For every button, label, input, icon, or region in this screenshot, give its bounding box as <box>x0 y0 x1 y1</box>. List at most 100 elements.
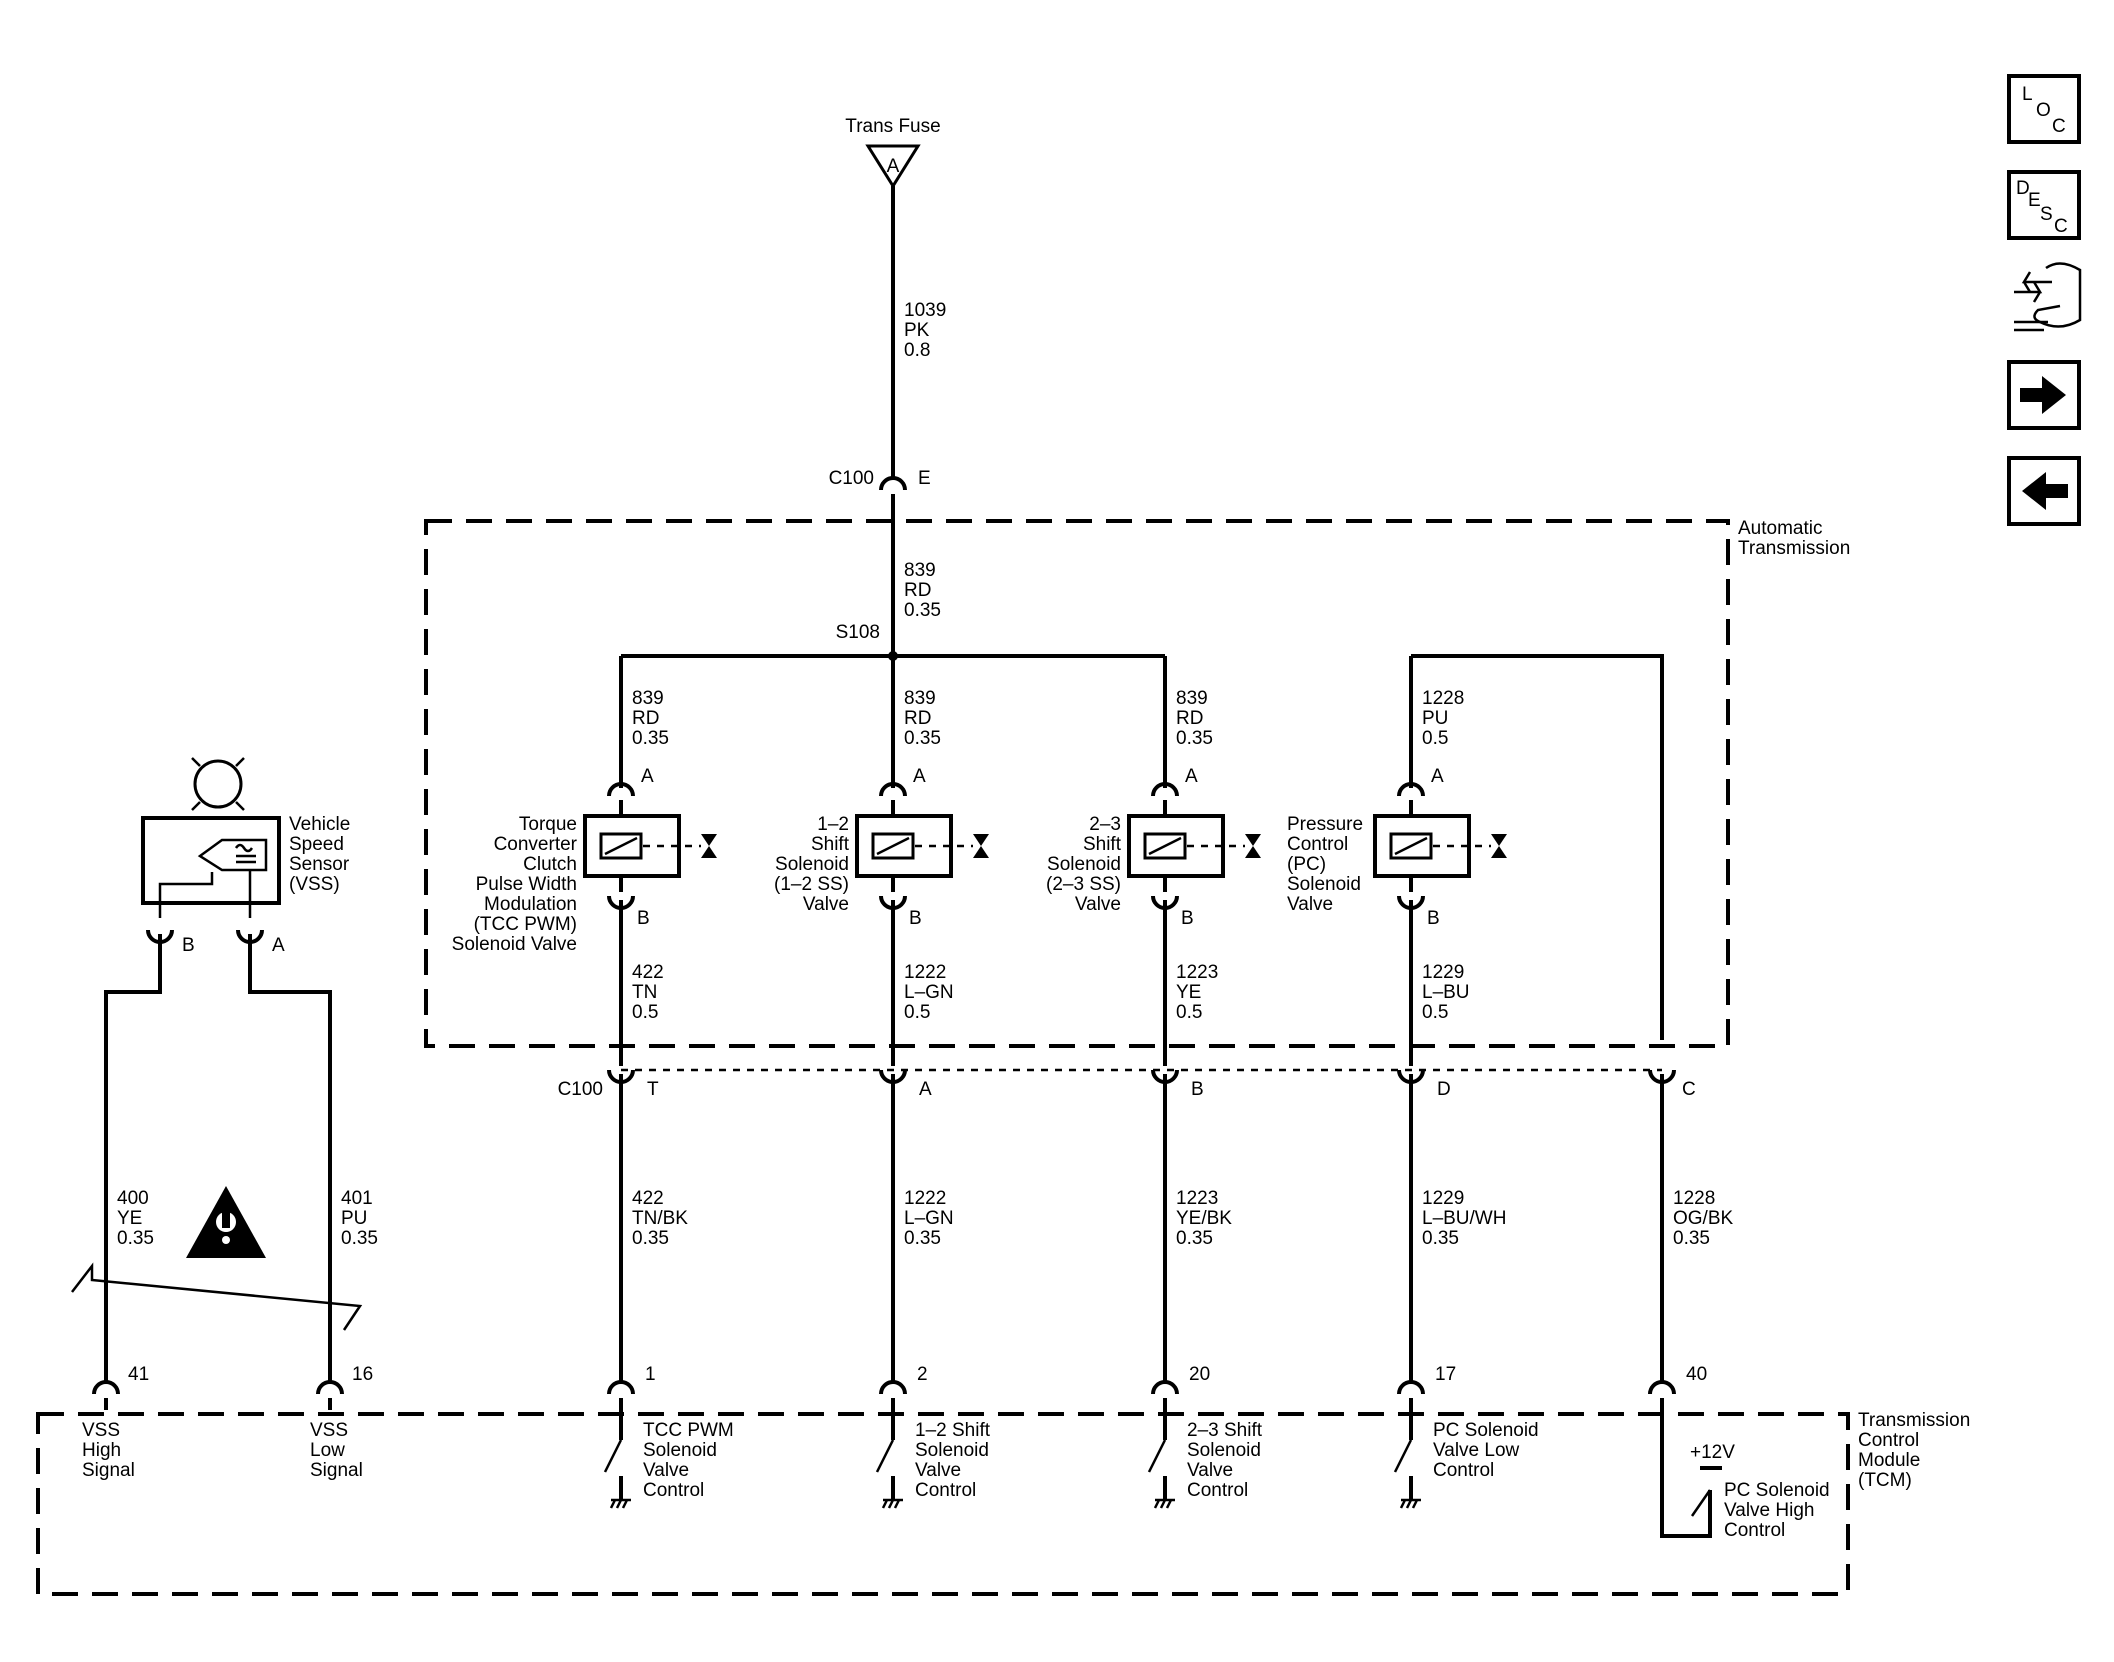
solenoid-1-tcm-label: Solenoid <box>643 1440 717 1461</box>
svg-text:16: 16 <box>352 1364 373 1385</box>
svg-text:Speed: Speed <box>289 834 344 855</box>
solenoid-3-tcm-pin-label: 20 <box>1189 1364 1210 1385</box>
automatic-transmission-box <box>424 519 1730 1048</box>
solenoid-4-tcm-label: PC Solenoid <box>1433 1420 1539 1441</box>
desc-icon[interactable]: D E S C <box>2007 170 2081 240</box>
arrow-left-icon[interactable] <box>2007 456 2081 526</box>
svg-text:0.35: 0.35 <box>904 600 941 621</box>
solenoid-1-pin-a <box>607 782 635 797</box>
svg-text:Control: Control <box>1858 1430 1919 1451</box>
solenoid-2-switch <box>875 1439 895 1473</box>
solenoid-1-name-label: Torque <box>519 814 577 835</box>
svg-text:0.35: 0.35 <box>117 1228 154 1249</box>
solenoid-1-name-label: Converter <box>494 834 578 855</box>
svg-text:1228: 1228 <box>1673 1188 1715 1209</box>
svg-text:41: 41 <box>128 1364 149 1385</box>
solenoid-4-valve-icon <box>1491 834 1507 846</box>
solenoid-3-pin-a <box>1151 782 1179 797</box>
svg-text:Transmission: Transmission <box>1738 538 1850 559</box>
solenoid-4-tcm-pin-label: 17 <box>1435 1364 1456 1385</box>
trans-fuse-label: Trans Fuse <box>845 116 940 137</box>
arrow-right-icon[interactable] <box>2007 360 2081 430</box>
wire-839-mid-label: 839 RD 0.35 <box>904 560 941 621</box>
solenoid-4-wire-tcm-label: L–BU/WH <box>1422 1208 1506 1229</box>
solenoid-1-wire-tcm-label: 0.35 <box>632 1228 669 1249</box>
svg-text:Control: Control <box>1724 1520 1785 1541</box>
solenoid-3-wire-in-label: 839 <box>1176 688 1208 709</box>
svg-text:Valve High: Valve High <box>1724 1500 1814 1521</box>
solenoid-1-wire-in-label: 839 <box>632 688 664 709</box>
svg-text:E: E <box>918 468 931 489</box>
svg-text:Sensor: Sensor <box>289 854 350 875</box>
solenoid-2-tcm-pin <box>879 1380 907 1395</box>
svg-text:C: C <box>1682 1079 1696 1100</box>
solenoid-3-tcm-label: Solenoid <box>1187 1440 1261 1461</box>
solenoid-1-tcm-pin <box>607 1380 635 1395</box>
splice-s108: S108 <box>836 622 880 643</box>
wire-1039-label: 1039 PK 0.8 <box>904 300 946 361</box>
solenoid-3-wire-tcm-label: YE/BK <box>1176 1208 1232 1229</box>
solenoid-2-wire-tcm-label: L–GN <box>904 1208 954 1229</box>
svg-text:Signal: Signal <box>82 1460 135 1481</box>
vehicle-speed-sensor: Vehicle Speed Sensor (VSS) B A 400 YE 0.… <box>71 757 378 1481</box>
loc-icon[interactable]: L O C <box>2007 74 2081 144</box>
solenoid-1-name-label: Pulse Width <box>476 874 577 895</box>
svg-text:PC Solenoid: PC Solenoid <box>1724 1480 1830 1501</box>
svg-text:C100: C100 <box>829 468 874 489</box>
solenoid-3-ground-icon <box>1153 1498 1175 1509</box>
svg-text:PK: PK <box>904 320 930 341</box>
solenoid-1-wire-out-label: 422 <box>632 962 664 983</box>
svg-text:D: D <box>2016 178 2030 199</box>
svg-text:PU: PU <box>341 1208 367 1229</box>
solenoid-3-name-label: Shift <box>1083 834 1122 855</box>
solenoid-3-pin-a-label: A <box>1185 766 1198 787</box>
solenoid-1-tcm-pin-label: 1 <box>645 1364 656 1385</box>
svg-text:Low: Low <box>310 1440 345 1461</box>
solenoid-3-name-label: 2–3 <box>1089 814 1121 835</box>
solenoid-3-name-label: (2–3 SS) <box>1046 874 1121 895</box>
svg-text:(VSS): (VSS) <box>289 874 340 895</box>
solenoid-2-wire-in-label: 0.35 <box>904 728 941 749</box>
solenoid-4-wire-out-label: 1229 <box>1422 962 1464 983</box>
solenoid-1-switch <box>603 1439 623 1473</box>
solenoid-3-wire-out-label: YE <box>1176 982 1201 1003</box>
solenoid-2-valve-icon <box>973 834 989 846</box>
svg-text:0.8: 0.8 <box>904 340 930 361</box>
solenoid-2-tcm-label: Valve <box>915 1460 961 1481</box>
svg-text:Module: Module <box>1858 1450 1920 1471</box>
solenoid-4-name-label: Solenoid <box>1287 874 1361 895</box>
solenoid-3-wire-tcm-label: 0.35 <box>1176 1228 1213 1249</box>
solenoid-2-name-label: (1–2 SS) <box>774 874 849 895</box>
solenoid-4-wire-tcm-label: 0.35 <box>1422 1228 1459 1249</box>
solenoid-4-name-label: Pressure <box>1287 814 1363 835</box>
svg-text:400: 400 <box>117 1188 149 1209</box>
solenoid-3-wire-tcm-label: 1223 <box>1176 1188 1218 1209</box>
solenoid-1-valve-icon <box>701 834 717 846</box>
solenoid-2-wire-in-label: 839 <box>904 688 936 709</box>
svg-text:(TCM): (TCM) <box>1858 1470 1912 1491</box>
solenoid-3-wire-in-label: RD <box>1176 708 1203 729</box>
tcm-box <box>36 1412 1850 1596</box>
svg-text:S: S <box>2040 204 2053 225</box>
svg-text:C: C <box>2052 116 2066 137</box>
svg-text:1039: 1039 <box>904 300 946 321</box>
svg-text:Automatic: Automatic <box>1738 518 1822 539</box>
solenoid-4-wire-in-label: 0.5 <box>1422 728 1448 749</box>
c100-bottom-label: C100 <box>558 1079 603 1100</box>
solenoid-3-tcm-label: Control <box>1187 1480 1248 1501</box>
solenoid-2-name-label: Valve <box>803 894 849 915</box>
solenoid-2-wire-out-label: L–GN <box>904 982 954 1003</box>
solenoid-3-wire-out-label: 1223 <box>1176 962 1218 983</box>
solenoid-2-wire-tcm-label: 1222 <box>904 1188 946 1209</box>
connector-hand-icon[interactable] <box>2014 262 2082 332</box>
solenoid-4-wire-in-label: 1228 <box>1422 688 1464 709</box>
svg-text:40: 40 <box>1686 1364 1707 1385</box>
solenoid-3-wire-out-label: 0.5 <box>1176 1002 1202 1023</box>
solenoid-4-wire-out-label: 0.5 <box>1422 1002 1448 1023</box>
solenoid-4-tcm-label: Valve Low <box>1433 1440 1520 1461</box>
svg-text:YE: YE <box>117 1208 142 1229</box>
solenoid-1-tcm-label: Valve <box>643 1460 689 1481</box>
solenoid-4-name-label: (PC) <box>1287 854 1326 875</box>
solenoid-1-ground-icon <box>609 1498 631 1509</box>
solenoid-2-tcm-label: Solenoid <box>915 1440 989 1461</box>
